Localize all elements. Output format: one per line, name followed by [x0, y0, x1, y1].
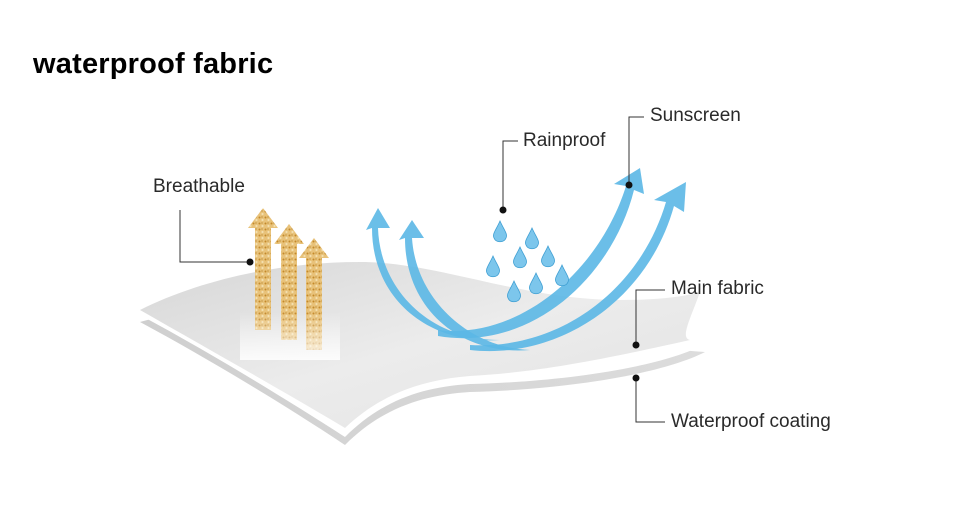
- leader-rainproof: [502, 140, 518, 210]
- leader-lines: [179, 116, 665, 423]
- airflow-arrow-2: [399, 220, 530, 351]
- droplet: [507, 280, 521, 303]
- droplet: [493, 220, 507, 243]
- label-main-fabric: Main fabric: [671, 278, 764, 299]
- droplet: [525, 227, 539, 250]
- dot-rainproof: [499, 206, 507, 214]
- diagram-title: waterproof fabric: [33, 48, 274, 80]
- airflow-arrows: [366, 208, 530, 351]
- droplet: [486, 255, 500, 278]
- breathable-arrows: [240, 200, 340, 360]
- airflow-arrow-1: [366, 208, 500, 341]
- sunscreen-arrows: [438, 168, 686, 352]
- label-sunscreen: Sunscreen: [650, 105, 741, 126]
- rain-droplets: [486, 220, 569, 303]
- droplet: [541, 245, 555, 268]
- droplet: [555, 264, 569, 287]
- sunscreen-arrow-1: [438, 168, 644, 339]
- label-breathable: Breathable: [153, 176, 245, 197]
- leader-dots: [246, 181, 640, 382]
- leader-breathable: [179, 210, 250, 263]
- leader-waterproof-coating: [635, 378, 665, 423]
- label-waterproof-coating: Waterproof coating: [671, 411, 831, 432]
- dot-sunscreen: [625, 181, 633, 189]
- dot-main-fabric: [632, 341, 640, 349]
- dot-breathable: [246, 258, 254, 266]
- leader-sunscreen: [628, 116, 644, 185]
- dot-waterproof-coating: [632, 374, 640, 382]
- leader-main-fabric: [635, 289, 665, 345]
- droplet: [529, 272, 543, 295]
- label-rainproof: Rainproof: [523, 130, 606, 151]
- droplet: [513, 246, 527, 269]
- sunscreen-arrow-2: [470, 182, 686, 352]
